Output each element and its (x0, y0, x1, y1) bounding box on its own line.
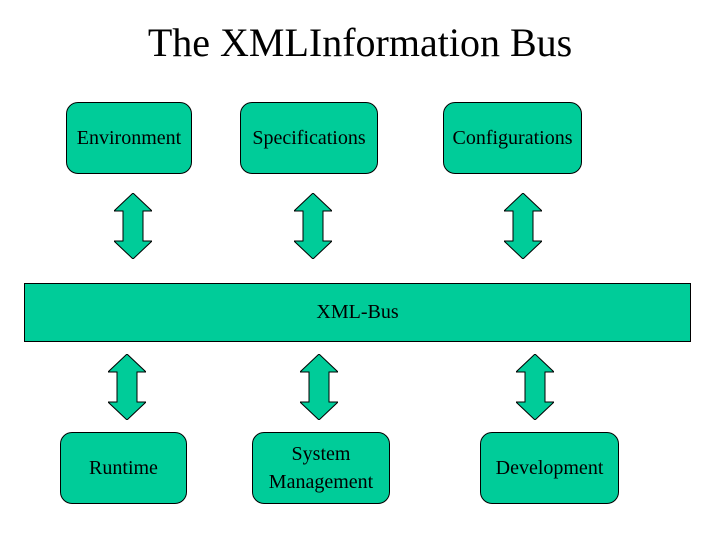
double-arrow-development (516, 354, 554, 420)
environment-label: Environment (76, 127, 182, 149)
xml-bus: XML-Bus (24, 283, 691, 342)
specifications-box: Specifications (240, 102, 378, 174)
double-arrow-specifications (294, 193, 332, 259)
system-management-box: System Management (252, 432, 390, 504)
runtime-box: Runtime (60, 432, 187, 504)
xml-bus-label: XML-Bus (316, 301, 399, 323)
development-box: Development (480, 432, 619, 504)
double-arrow-runtime (108, 354, 146, 420)
configurations-label: Configurations (452, 127, 573, 149)
development-label: Development (495, 457, 604, 479)
double-arrow-system-management (300, 354, 338, 420)
double-arrow-environment (114, 193, 152, 259)
runtime-label: Runtime (89, 457, 158, 479)
system-management-label: System Management (268, 443, 374, 493)
environment-box: Environment (66, 102, 192, 174)
diagram-title: The XMLInformation Bus (147, 20, 573, 65)
specifications-label: Specifications (252, 127, 366, 149)
double-arrow-configurations (504, 193, 542, 259)
configurations-box: Configurations (443, 102, 582, 174)
